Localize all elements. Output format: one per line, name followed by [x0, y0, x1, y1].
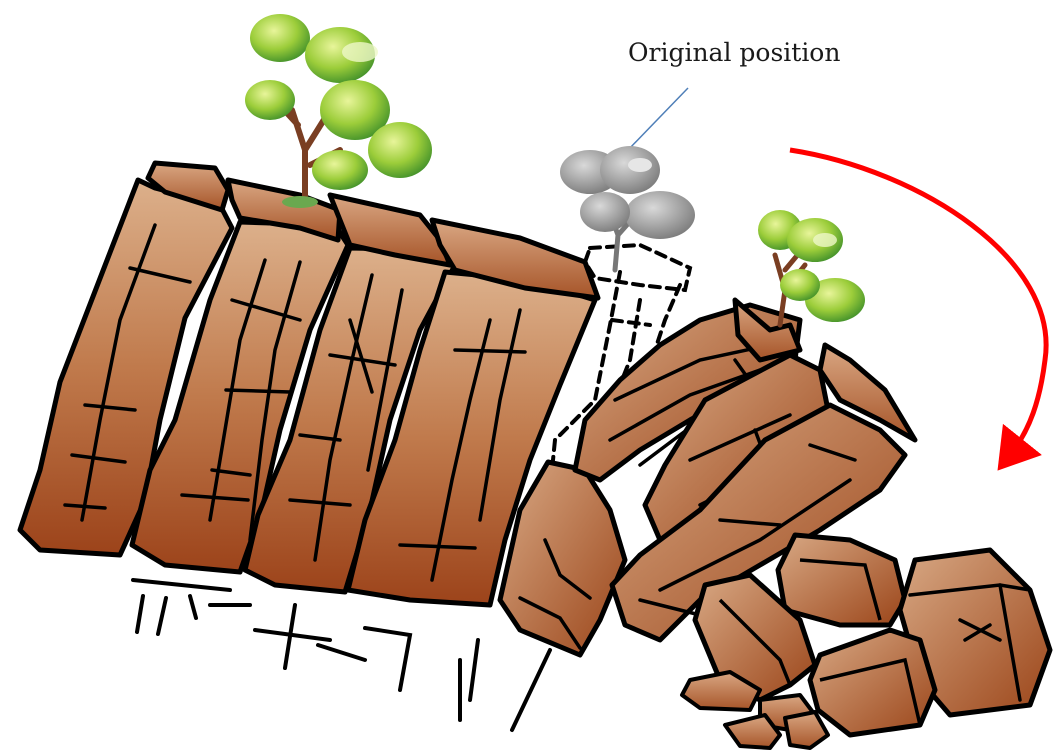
leader-line — [628, 88, 688, 150]
fallen-block-4 — [810, 630, 935, 735]
ghost-tree-icon — [560, 146, 695, 270]
tree-icon — [245, 14, 432, 208]
fallen-block-1 — [778, 535, 905, 625]
tree-icon-small — [758, 210, 865, 325]
